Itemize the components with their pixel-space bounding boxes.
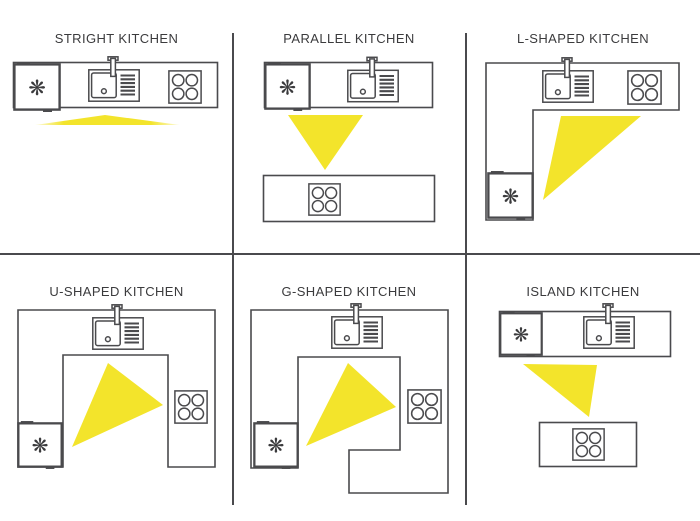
panel-title: PARALLEL KITCHEN [283, 31, 415, 46]
grid-divider-vertical-2 [465, 33, 467, 505]
work-triangle [72, 363, 163, 447]
panel-l-shaped-kitchen: L-SHAPED KITCHEN [466, 0, 700, 254]
panel-title: STRIGHT KITCHEN [54, 31, 179, 46]
work-triangle [543, 116, 641, 200]
panel-title: U-SHAPED KITCHEN [49, 284, 184, 299]
work-triangle [288, 115, 363, 170]
stove-icon [174, 390, 208, 424]
island-kitchen-floorplan [498, 302, 672, 468]
panel-title: ISLAND KITCHEN [526, 284, 640, 299]
straight-kitchen-floorplan [12, 55, 219, 125]
panel-parallel-kitchen: PARALLEL KITCHEN [233, 0, 465, 254]
refrigerator-icon [253, 419, 299, 471]
refrigerator-icon [264, 60, 311, 113]
panel-straight-kitchen: STRIGHT KITCHEN [0, 0, 233, 254]
refrigerator-icon [487, 169, 534, 222]
parallel-kitchen-floorplan [262, 56, 436, 223]
stove-icon [627, 70, 662, 105]
refrigerator-icon [13, 60, 61, 114]
u-shaped-kitchen-floorplan [17, 303, 216, 471]
stove-icon [407, 389, 442, 424]
stove-icon [308, 183, 341, 216]
panel-u-shaped-kitchen: U-SHAPED KITCHEN [0, 254, 233, 521]
grid-divider-horizontal [0, 253, 700, 255]
refrigerator-icon [17, 419, 63, 471]
grid-divider-vertical-1 [232, 33, 234, 505]
panel-g-shaped-kitchen: G-SHAPED KITCHEN [233, 254, 465, 521]
panel-title: G-SHAPED KITCHEN [281, 284, 417, 299]
panel-island-kitchen: ISLAND KITCHEN [466, 254, 700, 521]
stove-icon [168, 70, 202, 104]
work-triangle [35, 115, 180, 125]
g-shaped-kitchen-floorplan [250, 302, 449, 494]
l-shaped-kitchen-floorplan [485, 56, 680, 222]
stove-icon [572, 428, 605, 461]
counter-run-bottom [262, 174, 436, 223]
panel-title: L-SHAPED KITCHEN [516, 31, 650, 46]
work-triangle [523, 364, 597, 417]
sink-icon [582, 302, 636, 350]
refrigerator-icon [499, 309, 543, 359]
work-triangle [306, 363, 396, 446]
